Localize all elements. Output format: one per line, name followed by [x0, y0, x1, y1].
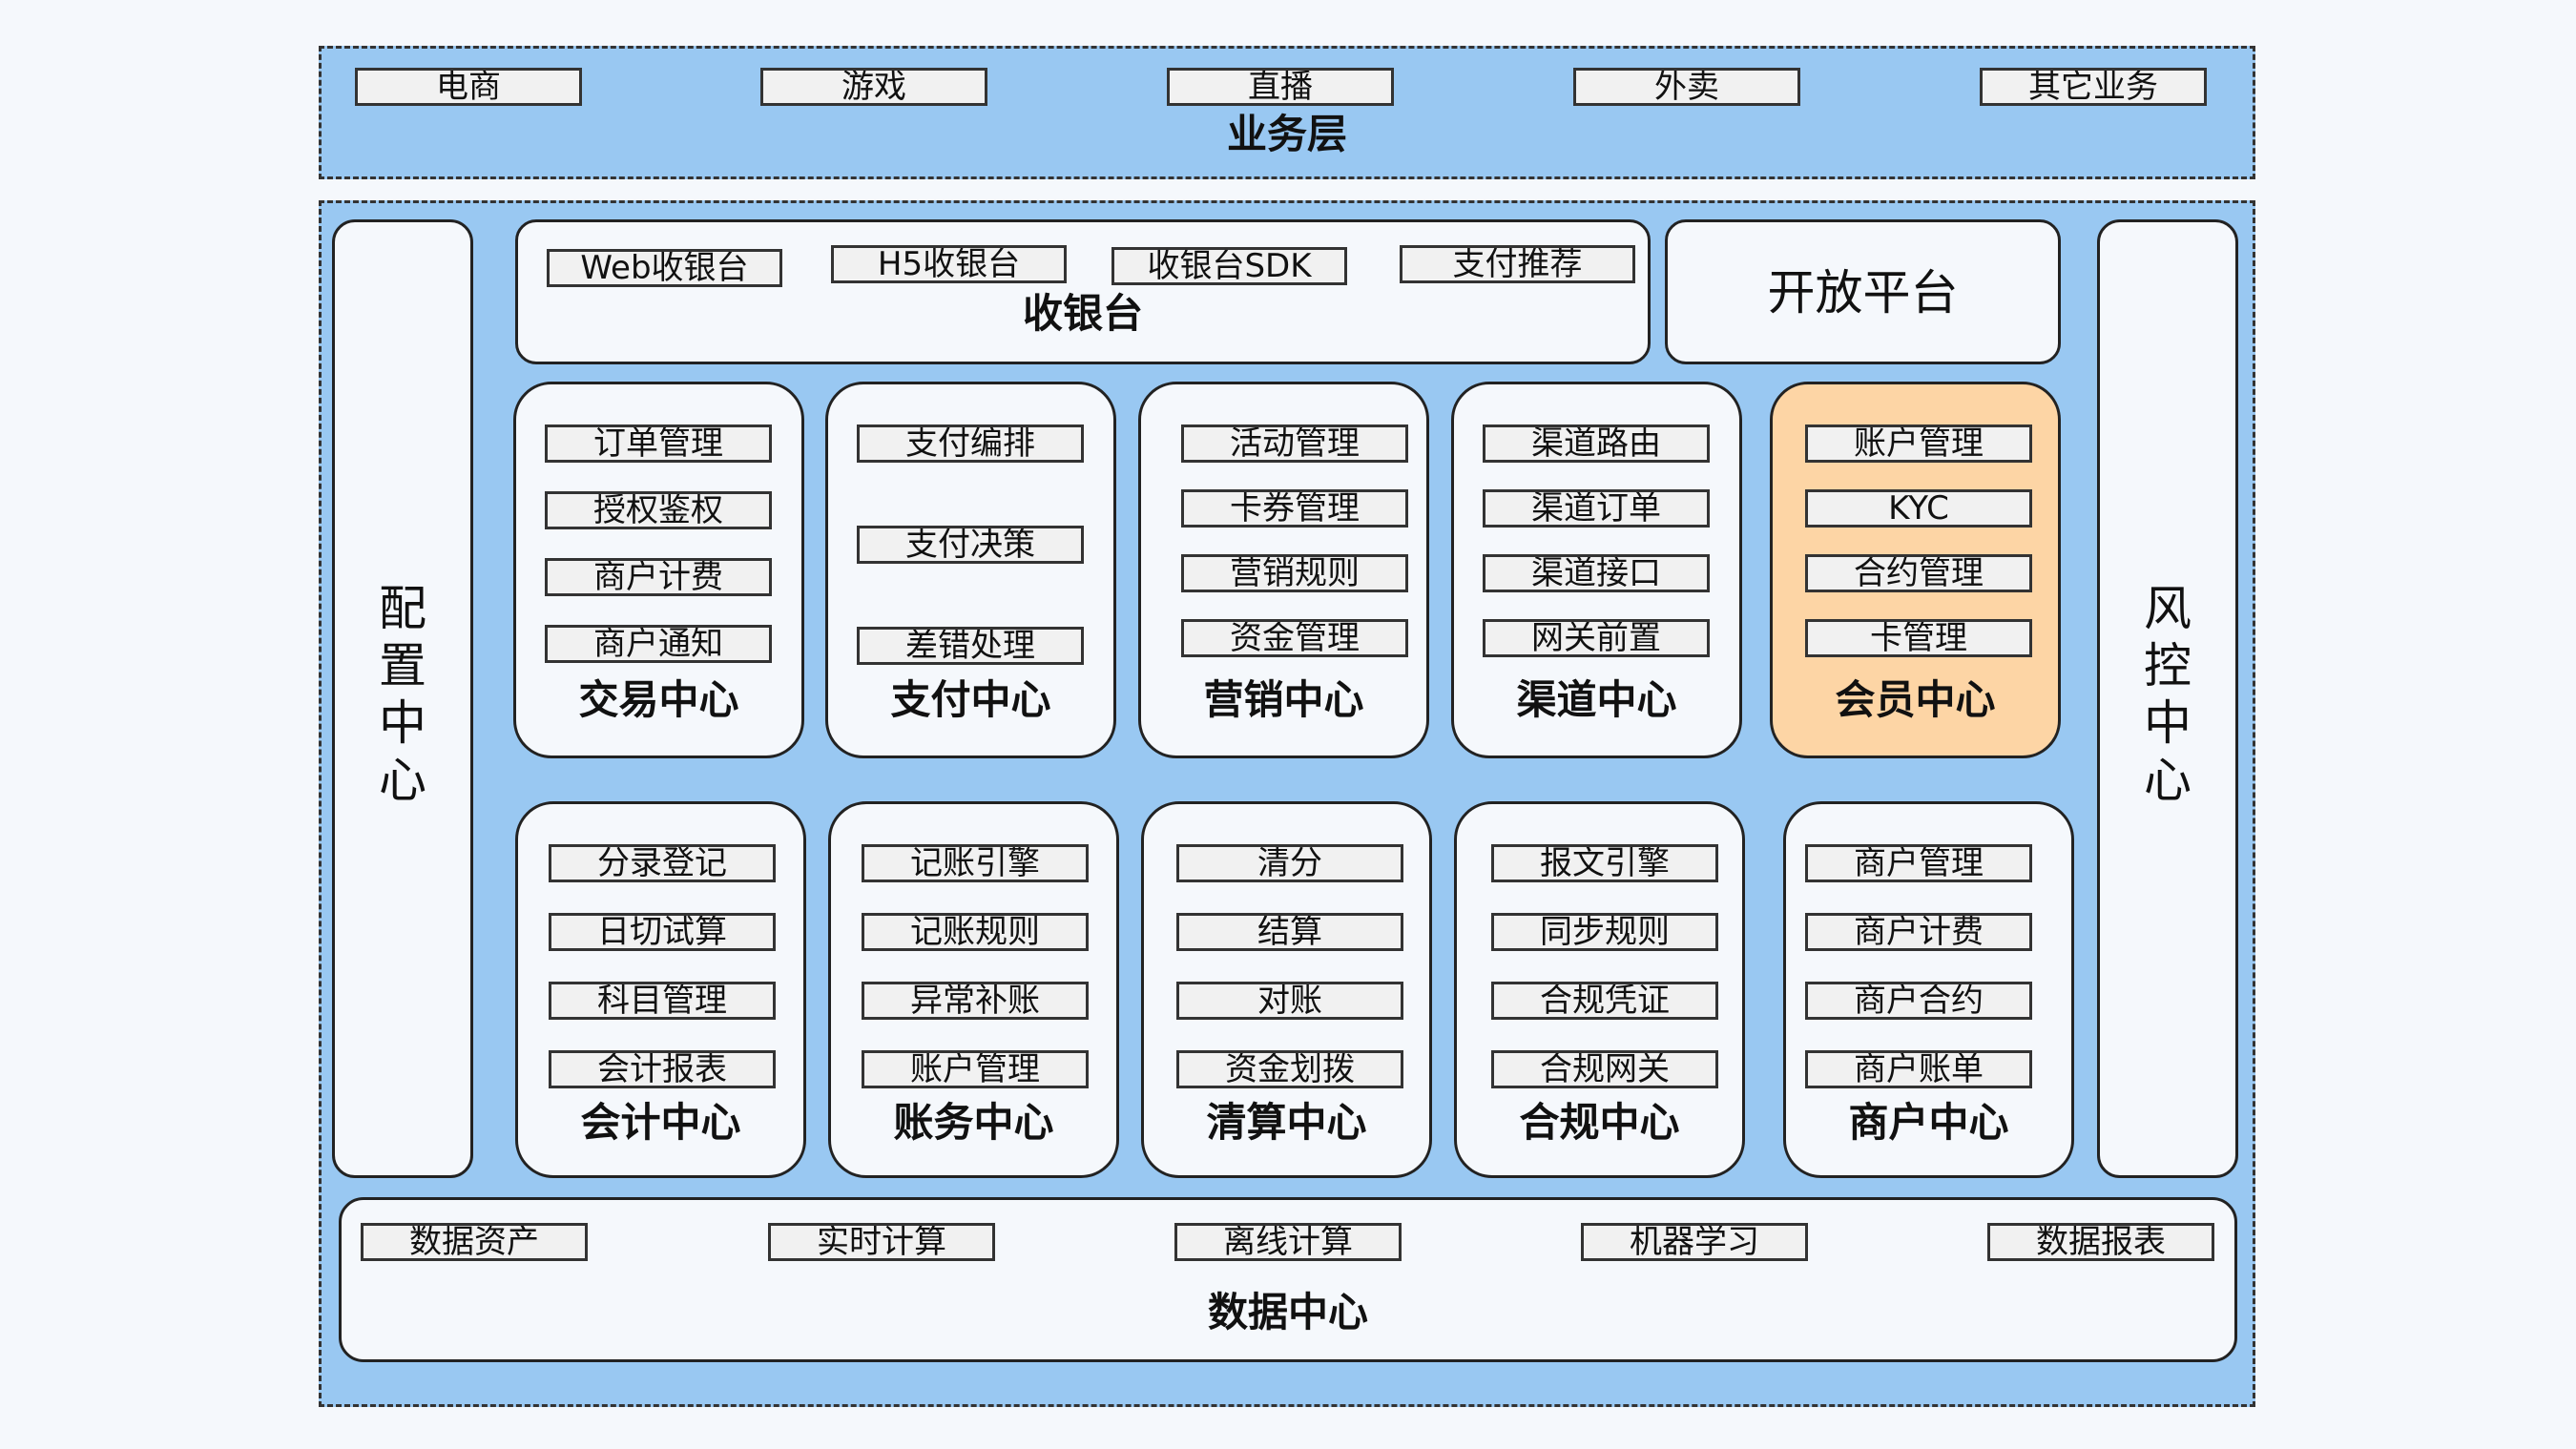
risk-center-char: 控	[2144, 638, 2192, 693]
business-item: 外卖	[1573, 68, 1800, 106]
module-item: 渠道订单	[1483, 489, 1710, 528]
marketing-center: 活动管理 卡券管理 营销规则 资金管理 营销中心	[1138, 382, 1429, 758]
merchant-center: 商户管理 商户计费 商户合约 商户账单 商户中心	[1783, 801, 2074, 1178]
data-item: 数据资产	[361, 1223, 588, 1261]
ledger-center-title: 账务中心	[893, 1099, 1054, 1146]
business-layer: 电商 游戏 直播 外卖 其它业务 业务层	[319, 46, 2255, 179]
module-item: 清分	[1176, 844, 1403, 882]
risk-center-char: 风	[2144, 581, 2192, 636]
data-item: 离线计算	[1174, 1223, 1402, 1261]
config-center-char: 置	[379, 638, 426, 693]
module-item: 商户通知	[545, 625, 772, 663]
module-item: 记账引擎	[862, 844, 1089, 882]
business-item: 其它业务	[1980, 68, 2207, 106]
ledger-center: 记账引擎 记账规则 异常补账 账户管理 账务中心	[828, 801, 1119, 1178]
compliance-center-title: 合规中心	[1519, 1099, 1680, 1146]
module-item: 日切试算	[549, 913, 776, 951]
cashier-item: 支付推荐	[1400, 245, 1635, 283]
module-item: 报文引擎	[1491, 844, 1718, 882]
module-item: 差错处理	[857, 627, 1084, 665]
module-item: 渠道接口	[1483, 554, 1710, 592]
trade-center-title: 交易中心	[578, 676, 739, 723]
data-center-title: 数据中心	[1207, 1289, 1368, 1335]
open-platform: 开放平台	[1665, 219, 2061, 364]
risk-center: 风 控 中 心	[2097, 219, 2238, 1178]
compliance-center: 报文引擎 同步规则 合规凭证 合规网关 合规中心	[1454, 801, 1745, 1178]
config-center-char: 心	[379, 753, 426, 808]
module-item: 订单管理	[545, 424, 772, 463]
merchant-center-title: 商户中心	[1848, 1099, 2009, 1146]
module-item: 商户管理	[1805, 844, 2032, 882]
module-item: 合规网关	[1491, 1050, 1718, 1088]
config-center-char: 中	[379, 695, 426, 751]
cashier-title: 收银台	[1022, 290, 1143, 337]
clearing-center-title: 清算中心	[1206, 1099, 1367, 1146]
module-item: 分录登记	[549, 844, 776, 882]
module-item: KYC	[1805, 489, 2032, 528]
data-item: 实时计算	[768, 1223, 995, 1261]
module-item: 科目管理	[549, 982, 776, 1020]
module-item: 合规凭证	[1491, 982, 1718, 1020]
module-item: 支付决策	[857, 526, 1084, 564]
module-item: 商户合约	[1805, 982, 2032, 1020]
payment-center: 支付编排 支付决策 差错处理 支付中心	[825, 382, 1116, 758]
payment-center-title: 支付中心	[890, 676, 1051, 723]
data-item: 机器学习	[1581, 1223, 1808, 1261]
module-item: 账户管理	[862, 1050, 1089, 1088]
config-center: 配 置 中 心	[332, 219, 473, 1178]
module-item: 商户计费	[545, 558, 772, 596]
module-item: 卡券管理	[1181, 489, 1408, 528]
business-item: 直播	[1167, 68, 1394, 106]
business-item: 游戏	[760, 68, 987, 106]
module-item: 对账	[1176, 982, 1403, 1020]
trade-center: 订单管理 授权鉴权 商户计费 商户通知 交易中心	[513, 382, 804, 758]
accounting-center-title: 会计中心	[580, 1099, 741, 1146]
module-item: 异常补账	[862, 982, 1089, 1020]
module-item: 商户账单	[1805, 1050, 2032, 1088]
risk-center-char: 中	[2144, 695, 2192, 751]
config-center-char: 配	[379, 581, 426, 636]
cashier-module: Web收银台 H5收银台 收银台SDK 支付推荐 收银台	[515, 219, 1651, 364]
module-item: 合约管理	[1805, 554, 2032, 592]
cashier-item: Web收银台	[547, 249, 782, 287]
module-item: 活动管理	[1181, 424, 1408, 463]
channel-center-title: 渠道中心	[1516, 676, 1677, 723]
module-item: 同步规则	[1491, 913, 1718, 951]
module-item: 记账规则	[862, 913, 1089, 951]
module-item: 授权鉴权	[545, 491, 772, 529]
module-item: 账户管理	[1805, 424, 2032, 463]
cashier-item: 收银台SDK	[1111, 247, 1347, 285]
accounting-center: 分录登记 日切试算 科目管理 会计报表 会计中心	[515, 801, 806, 1178]
business-layer-title: 业务层	[1226, 111, 1347, 157]
module-item: 渠道路由	[1483, 424, 1710, 463]
data-item: 数据报表	[1987, 1223, 2214, 1261]
module-item: 支付编排	[857, 424, 1084, 463]
module-item: 营销规则	[1181, 554, 1408, 592]
module-item: 结算	[1176, 913, 1403, 951]
marketing-center-title: 营销中心	[1203, 676, 1364, 723]
channel-center: 渠道路由 渠道订单 渠道接口 网关前置 渠道中心	[1451, 382, 1742, 758]
member-center-title: 会员中心	[1835, 676, 1996, 723]
module-item: 网关前置	[1483, 619, 1710, 657]
cashier-item: H5收银台	[831, 245, 1067, 283]
data-center: 数据资产 实时计算 离线计算 机器学习 数据报表 数据中心	[339, 1197, 2237, 1362]
module-item: 资金划拨	[1176, 1050, 1403, 1088]
clearing-center: 清分 结算 对账 资金划拨 清算中心	[1141, 801, 1432, 1178]
open-platform-title: 开放平台	[1767, 265, 1959, 321]
module-item: 卡管理	[1805, 619, 2032, 657]
business-item: 电商	[355, 68, 582, 106]
risk-center-char: 心	[2144, 753, 2192, 808]
module-item: 资金管理	[1181, 619, 1408, 657]
module-item: 会计报表	[549, 1050, 776, 1088]
module-item: 商户计费	[1805, 913, 2032, 951]
member-center: 账户管理 KYC 合约管理 卡管理 会员中心	[1770, 382, 2061, 758]
